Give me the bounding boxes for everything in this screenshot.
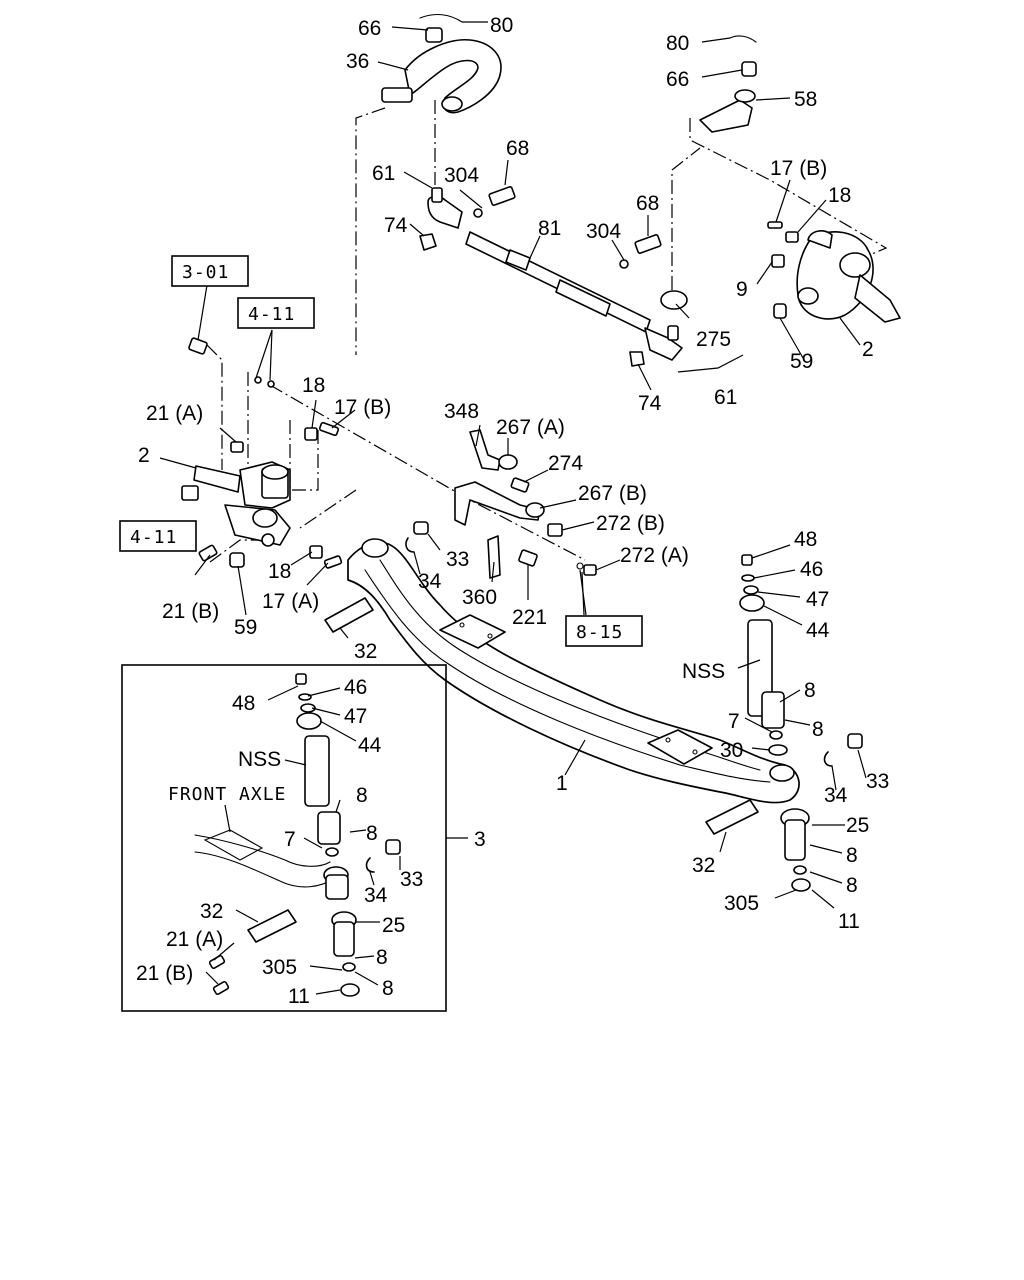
- callout-nss-right: NSS: [682, 660, 725, 683]
- inset-panel: [121, 664, 447, 1012]
- callout-221: 221: [512, 606, 547, 629]
- callout-304-mid: 304: [586, 220, 621, 243]
- callout-305-right: 305: [724, 892, 759, 915]
- ref-box-8-15: [565, 615, 643, 647]
- callout-74-mid: 74: [638, 392, 662, 415]
- callout-8-inset-2: 8: [366, 822, 378, 845]
- callout-272a: 272 (A): [620, 544, 689, 567]
- callout-34-right: 34: [824, 784, 848, 807]
- callout-11-right: 11: [838, 910, 860, 933]
- callout-34-upper: 34: [418, 570, 442, 593]
- callout-304-upper: 304: [444, 164, 479, 187]
- callout-68-upper: 68: [506, 137, 529, 160]
- callout-21b-inset: 21 (B): [136, 962, 193, 985]
- callout-8-right-1: 8: [804, 679, 816, 702]
- leader-lines: [159, 21, 867, 995]
- callout-7-inset: 7: [284, 828, 296, 851]
- callout-267b: 267 (B): [578, 482, 647, 505]
- callout-66-upper-right: 66: [666, 68, 689, 91]
- callout-2-left: 2: [138, 444, 150, 467]
- front-axle-beam: [347, 538, 800, 804]
- callout-272b: 272 (B): [596, 512, 665, 535]
- callout-18-left-lower: 18: [268, 560, 291, 583]
- callout-47-inset: 47: [344, 705, 367, 728]
- callout-61-mid: 61: [714, 386, 737, 409]
- callout-44-right: 44: [806, 619, 830, 642]
- inset-label-front-axle: FRONT AXLE: [168, 784, 286, 805]
- callout-8-inset-3: 8: [376, 946, 388, 969]
- callout-30: 30: [720, 739, 743, 762]
- ref-4-11-upper: 4-11: [248, 304, 295, 325]
- callout-33-upper: 33: [446, 548, 469, 571]
- callout-7-right: 7: [728, 710, 740, 733]
- tie-rod-end-right: [699, 35, 757, 133]
- ref-4-11-lower: 4-11: [130, 527, 177, 548]
- callout-17b-left: 17 (B): [334, 396, 391, 419]
- ref-box-4-11-upper: [237, 297, 315, 329]
- callout-274: 274: [548, 452, 583, 475]
- callout-8-inset-1: 8: [356, 784, 368, 807]
- steering-arm: [381, 13, 502, 114]
- callout-74-upper: 74: [384, 214, 408, 237]
- tie-rod: [465, 231, 688, 367]
- callout-25-right: 25: [846, 814, 869, 837]
- callout-32-upper: 32: [354, 640, 377, 663]
- callout-267a: 267 (A): [496, 416, 565, 439]
- fasteners: [324, 521, 863, 892]
- callout-59-left: 59: [234, 616, 257, 639]
- callout-360: 360: [462, 586, 497, 609]
- callout-68-mid: 68: [636, 192, 659, 215]
- callout-33-right: 33: [866, 770, 889, 793]
- callout-21b-left: 21 (B): [162, 600, 219, 623]
- callout-9: 9: [736, 278, 748, 301]
- callout-58: 58: [794, 88, 817, 111]
- tie-rod-end-left: [419, 186, 516, 251]
- callout-8-inset-4: 8: [382, 977, 394, 1000]
- callout-305-inset: 305: [262, 956, 297, 979]
- callout-348: 348: [444, 400, 479, 423]
- callout-8-right-3: 8: [846, 844, 858, 867]
- ref-box-4-11-lower: [119, 520, 197, 552]
- ref-8-15: 8-15: [576, 622, 623, 643]
- ref-3-01: 3-01: [182, 262, 229, 283]
- callout-3: 3: [474, 828, 486, 851]
- reference-boxes: 3-01 4-11 4-11 8-15: [119, 255, 643, 647]
- callout-59-right: 59: [790, 350, 813, 373]
- callout-11-inset: 11: [288, 985, 310, 1008]
- callout-66-upper-left: 66: [358, 17, 381, 40]
- callout-2-right: 2: [862, 338, 874, 361]
- callout-61-upper: 61: [372, 162, 395, 185]
- ref-box-3-01: [171, 255, 249, 287]
- callout-18-right: 18: [828, 184, 851, 207]
- callout-17a: 17 (A): [262, 590, 319, 613]
- callout-81: 81: [538, 217, 561, 240]
- steering-knuckle-left: [181, 337, 343, 569]
- callout-18-left-upper: 18: [302, 374, 325, 397]
- callout-47-right: 47: [806, 588, 829, 611]
- callout-46-inset: 46: [344, 676, 367, 699]
- callout-34-inset: 34: [364, 884, 388, 907]
- callout-48-inset: 48: [232, 692, 255, 715]
- callout-44-inset: 44: [358, 734, 382, 757]
- callout-labels: 80 66 36 80 66 58 68 61 304 74 81 68 304…: [136, 14, 889, 1008]
- callout-80-upper-left: 80: [490, 14, 513, 37]
- callout-17b-right: 17 (B): [770, 157, 827, 180]
- callout-8-right-2: 8: [812, 718, 824, 741]
- callout-48-right: 48: [794, 528, 817, 551]
- callout-21a-inset: 21 (A): [166, 928, 223, 951]
- callout-33-inset: 33: [400, 868, 423, 891]
- callout-32-inset: 32: [200, 900, 223, 923]
- callout-25-inset: 25: [382, 914, 405, 937]
- callout-8-right-4: 8: [846, 874, 858, 897]
- callout-46-right: 46: [800, 558, 823, 581]
- callout-275: 275: [696, 328, 731, 351]
- callout-80-upper-right: 80: [666, 32, 689, 55]
- callout-1: 1: [556, 772, 568, 795]
- callout-32-right: 32: [692, 854, 715, 877]
- callout-21a-left: 21 (A): [146, 402, 203, 425]
- steering-knuckle-right: [767, 221, 901, 323]
- callout-36: 36: [346, 50, 369, 73]
- callout-nss-inset: NSS: [238, 748, 281, 771]
